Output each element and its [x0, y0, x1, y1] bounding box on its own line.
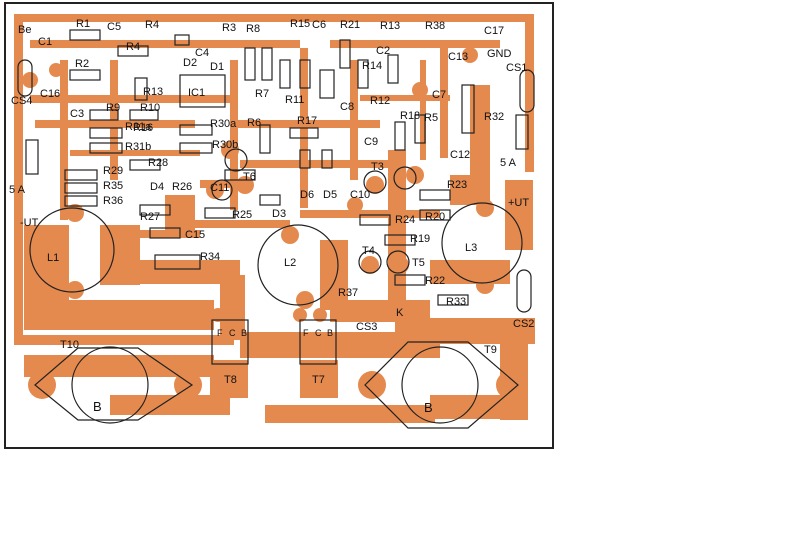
label-c13: C13 [448, 51, 468, 63]
component-outlines [17, 29, 535, 429]
label-r30a: R30a [210, 118, 237, 130]
label-r11: R11 [285, 94, 304, 106]
label-fuse-right: 5 A [500, 157, 517, 169]
label-r28: R28 [148, 157, 168, 169]
label-r7: R7 [255, 88, 269, 100]
label-c3: C3 [70, 108, 84, 120]
label-t4: T4 [362, 245, 375, 257]
label-r5: R5 [424, 112, 438, 124]
label-l1: L1 [47, 252, 59, 264]
label-cs1: CS1 [506, 62, 527, 74]
label-r12: R12 [370, 95, 390, 107]
label-c2: C2 [376, 45, 390, 57]
label-d4: D4 [150, 181, 164, 193]
label-r16: R16 [133, 122, 153, 134]
label-c7: C7 [432, 89, 446, 101]
label-t7: T7 [312, 374, 325, 386]
label-r8: R8 [246, 23, 260, 35]
label-c6: C6 [312, 19, 326, 31]
label-c8: C8 [340, 101, 354, 113]
labels: Be GND CS1 CS2 CS3 CS4 5 A 5 A -UT +UT L… [9, 18, 534, 415]
label-l3: L3 [465, 242, 477, 254]
label-r30b: R30b [212, 139, 238, 151]
label-r15: R15 [290, 18, 310, 30]
label-pin-c-t7: C [315, 328, 322, 338]
label-c4: C4 [195, 47, 209, 59]
label-r4: R4 [145, 19, 159, 31]
label-c17: C17 [484, 25, 504, 37]
label-d6: D6 [300, 189, 314, 201]
label-r13: R13 [143, 86, 163, 98]
label-r4b: R4 [126, 41, 140, 53]
label-r37: R37 [338, 287, 358, 299]
label-r3: R3 [222, 22, 236, 34]
label-fuse-left: 5 A [9, 184, 26, 196]
label-b-left: B [93, 399, 102, 414]
label-c12: C12 [450, 149, 470, 161]
label-r27: R27 [140, 211, 160, 223]
label-r25: R25 [232, 209, 252, 221]
label-r9: R9 [106, 102, 120, 114]
label-r14: R14 [362, 60, 382, 72]
label-d5: D5 [323, 189, 337, 201]
label-r6: R6 [247, 117, 261, 129]
label-cs3: CS3 [356, 321, 377, 333]
label-ut-left: -UT [20, 217, 39, 229]
label-r21: R21 [340, 19, 360, 31]
label-c11: C11 [210, 182, 229, 194]
label-d3: D3 [272, 208, 286, 220]
label-r10: R10 [140, 102, 160, 114]
label-r36: R36 [103, 195, 123, 207]
label-pin-f-t7: F [303, 328, 309, 338]
label-ic1: IC1 [188, 87, 205, 99]
label-gnd: GND [487, 48, 512, 60]
label-r26: R26 [172, 181, 192, 193]
label-r17: R17 [297, 115, 317, 127]
label-r32: R32 [484, 111, 504, 123]
label-t10: T10 [60, 339, 79, 351]
label-c16: C16 [40, 88, 60, 100]
label-d2: D2 [183, 57, 197, 69]
label-t5: T5 [412, 257, 425, 269]
copper-layer [14, 14, 535, 423]
label-r33: R33 [446, 296, 466, 308]
label-r2: R2 [75, 58, 89, 70]
label-r35: R35 [103, 180, 123, 192]
label-r29: R29 [103, 165, 123, 177]
label-k: K [396, 307, 404, 319]
label-t3: T3 [371, 161, 384, 173]
label-pin-b-t7: B [327, 328, 333, 338]
label-t8: T8 [224, 374, 237, 386]
label-r31a: R31a [125, 121, 152, 133]
label-t9: T9 [484, 344, 497, 356]
label-pin-c-t8: C [229, 328, 236, 338]
label-cs2: CS2 [513, 318, 534, 330]
label-r31b: R31b [125, 141, 151, 153]
label-r22: R22 [425, 275, 445, 287]
label-r19: R19 [410, 233, 430, 245]
label-r38: R38 [425, 20, 445, 32]
label-be: Be [18, 24, 31, 36]
label-c5: C5 [107, 21, 121, 33]
label-cs4: CS4 [11, 95, 32, 107]
label-r20: R20 [425, 211, 445, 223]
label-c15: C15 [185, 229, 205, 241]
label-b-right: B [424, 400, 433, 415]
label-c10: C10 [350, 189, 370, 201]
label-ut-right: +UT [508, 197, 529, 209]
label-c9: C9 [364, 136, 378, 148]
label-r24: R24 [395, 214, 415, 226]
label-r23: R23 [447, 179, 467, 191]
label-l2: L2 [284, 257, 296, 269]
label-r1: R1 [76, 18, 90, 30]
label-t6: T6 [243, 171, 256, 183]
label-r34: R34 [200, 251, 220, 263]
label-d1: D1 [210, 61, 224, 73]
label-pin-f-t8: F [217, 328, 223, 338]
label-r13b: R13 [380, 20, 400, 32]
label-pin-b-t8: B [241, 328, 247, 338]
label-r18: R18 [400, 110, 420, 122]
label-c1: C1 [38, 36, 52, 48]
